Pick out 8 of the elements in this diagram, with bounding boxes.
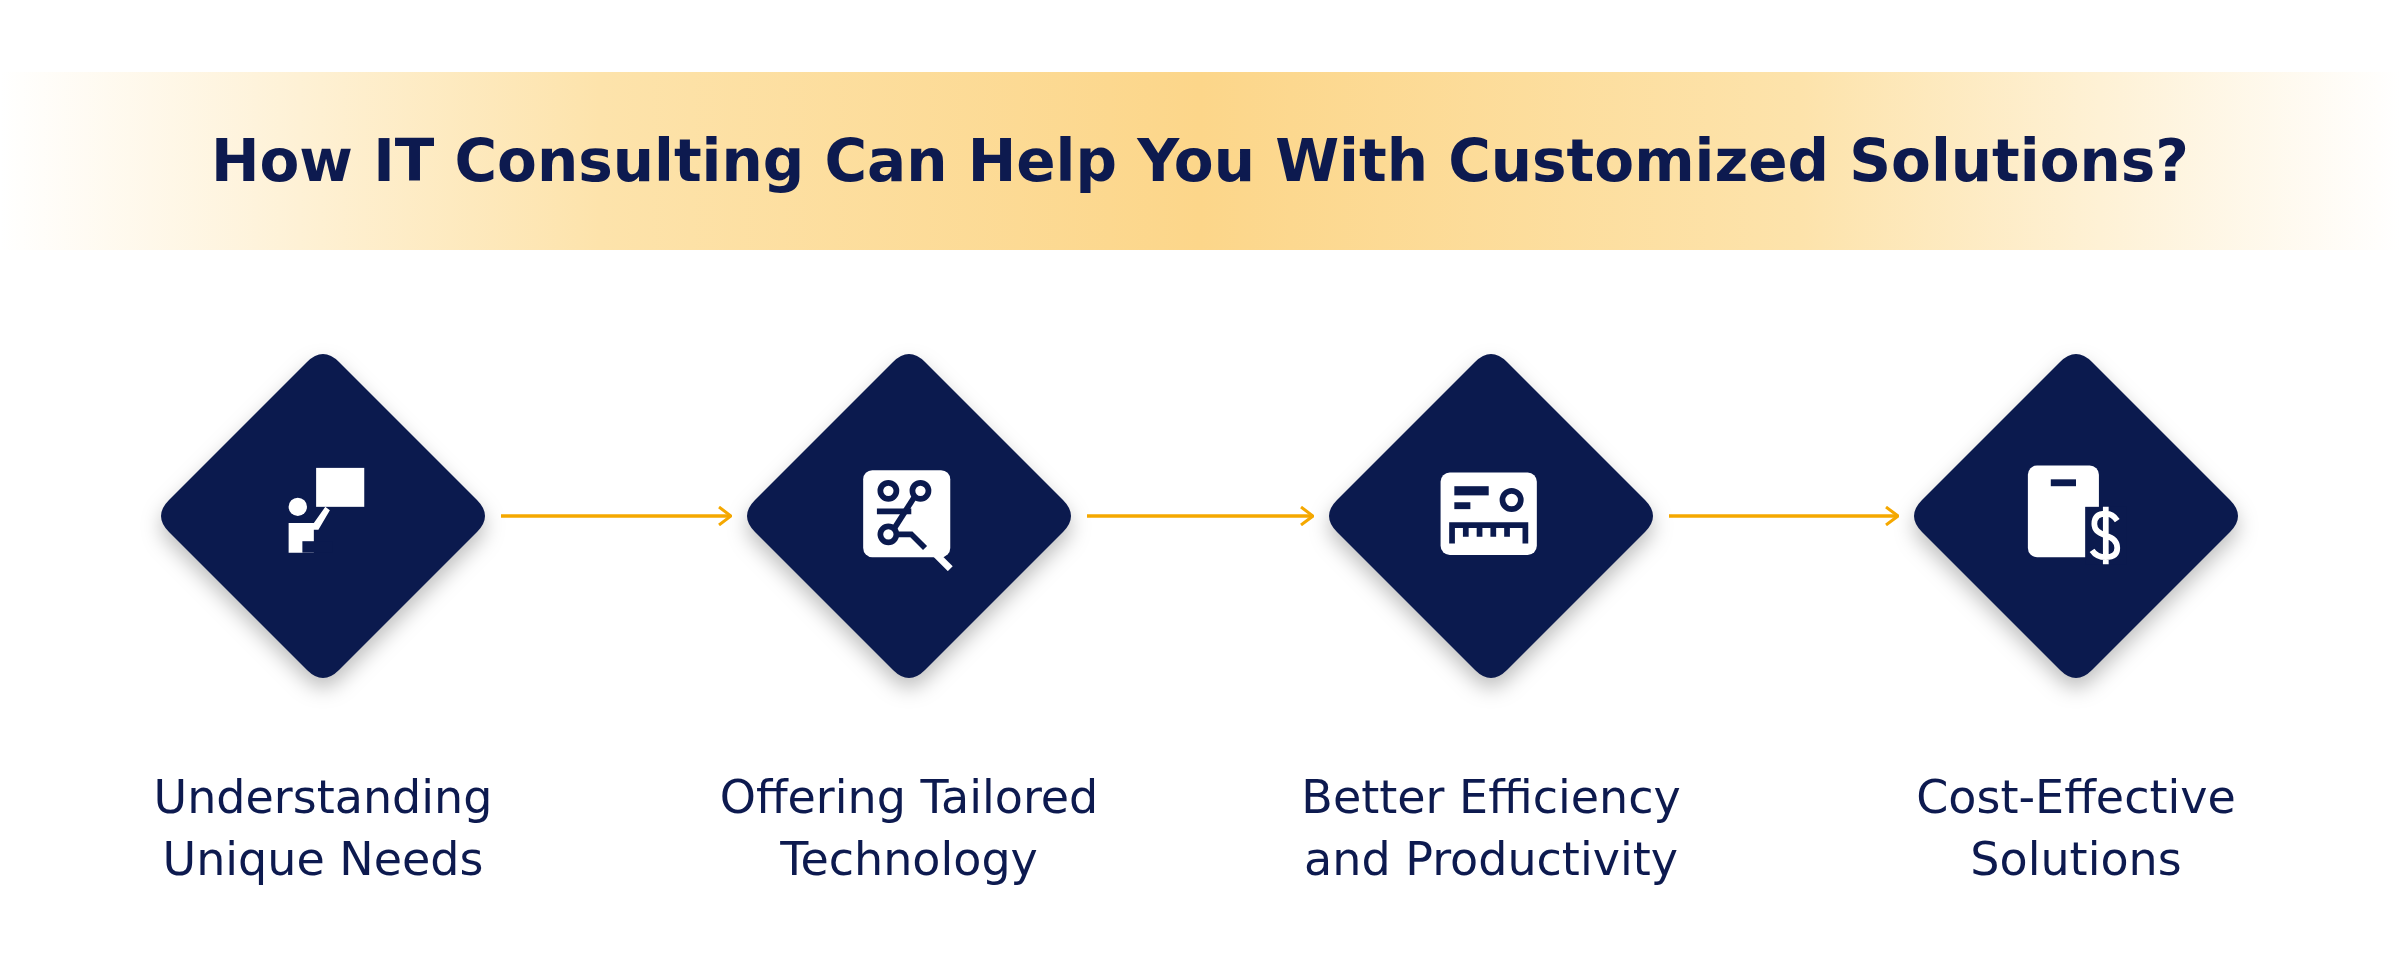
title: How IT Consulting Can Help You With Customized Solutions? — [210, 126, 2190, 197]
arrow — [1087, 505, 1315, 527]
step-caption: Cost-Effective Solutions — [1915, 769, 2237, 888]
step-caption: Understanding Unique Needs — [152, 769, 494, 888]
step-caption: Better Efficiency and Productivity — [1300, 769, 1682, 888]
arrow — [1669, 505, 1900, 527]
step-caption: Offering Tailored Technology — [718, 769, 1100, 888]
arrow — [501, 505, 733, 527]
